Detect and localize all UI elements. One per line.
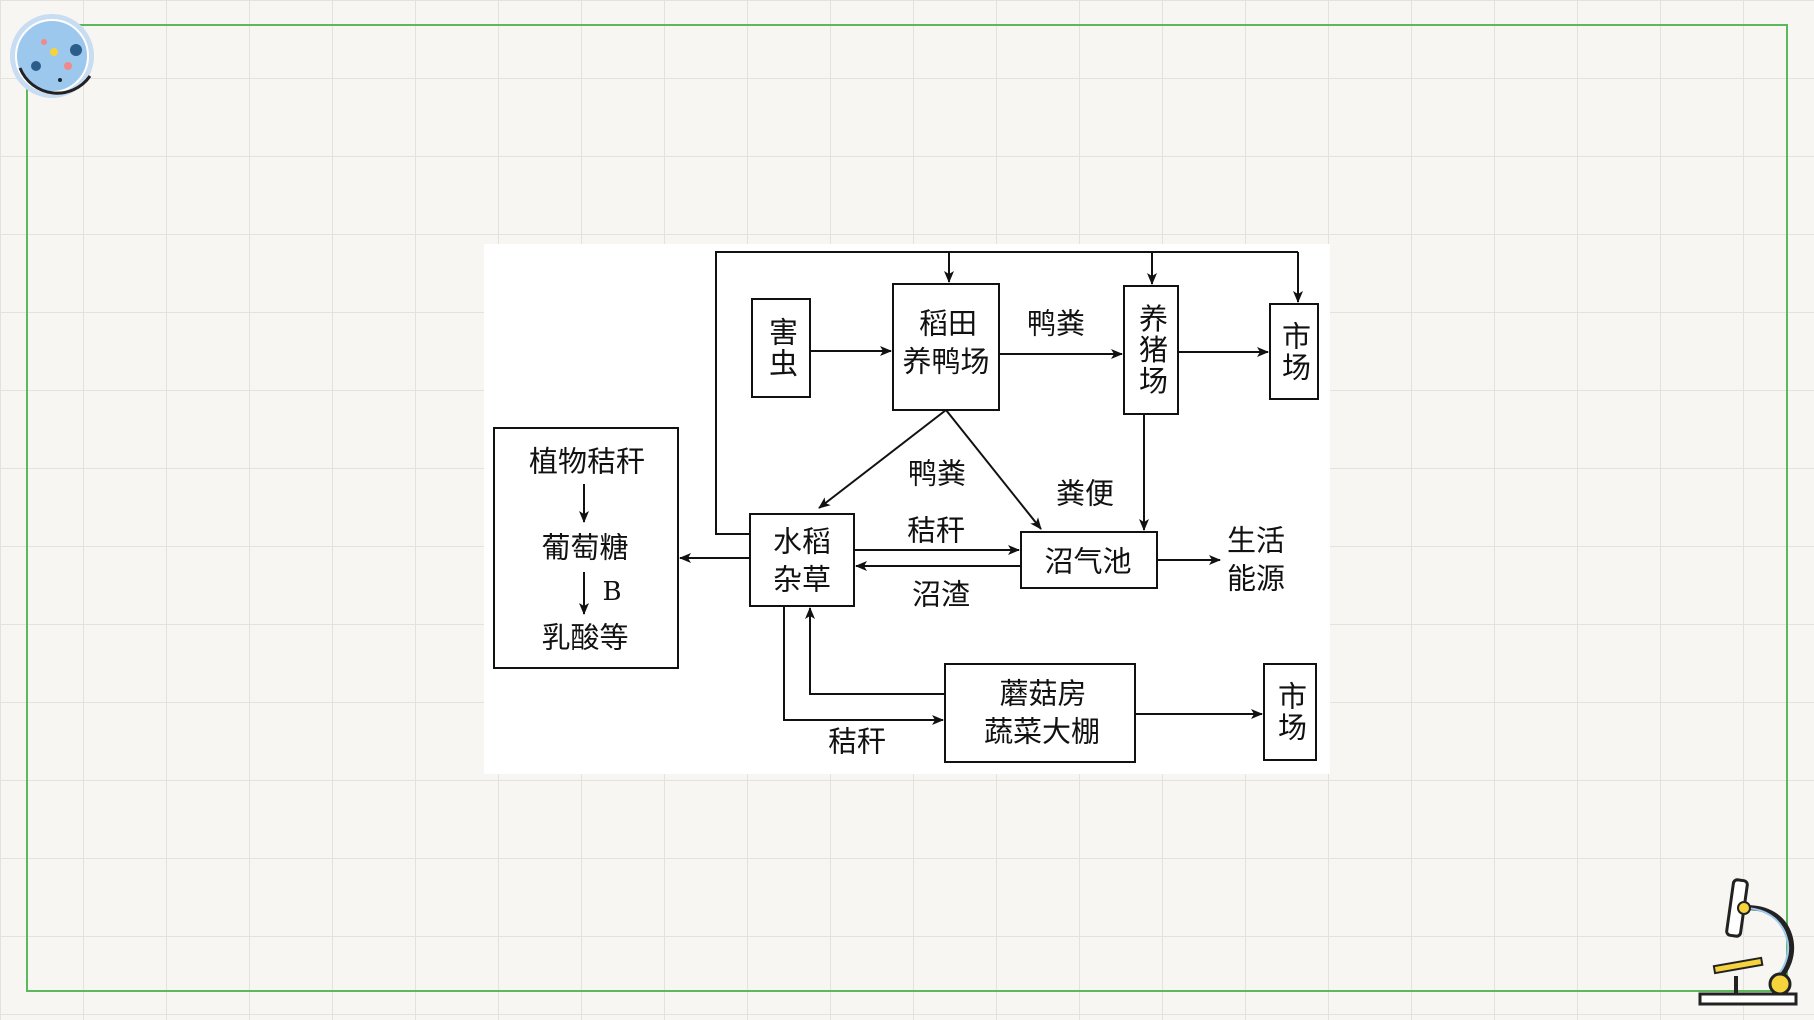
edge-biogas-residue: 沼渣 xyxy=(911,577,971,612)
node-glucose: 葡萄糖 xyxy=(541,530,629,565)
box-straw-process xyxy=(493,427,679,669)
box-rice-weeds xyxy=(749,513,855,607)
box-pests xyxy=(751,298,811,398)
node-plant-straw: 植物秸秆 xyxy=(528,444,646,479)
page-frame xyxy=(26,24,1788,992)
edge-feces: 粪便 xyxy=(1055,476,1115,511)
node-life-energy-line2: 能源 xyxy=(1226,561,1286,596)
node-paddy-duck-line1: 稻田 xyxy=(918,306,978,341)
node-biogas-pool: 沼气池 xyxy=(1044,544,1132,579)
edge-straw-to-mushroom: 秸秆 xyxy=(827,724,887,759)
node-mushroom-line2: 蔬菜大棚 xyxy=(983,714,1101,749)
edge-straw-to-biogas: 秸秆 xyxy=(906,513,966,548)
box-market-top xyxy=(1269,303,1319,400)
node-mushroom-line1: 蘑菇房 xyxy=(999,676,1087,711)
node-pests: 害虫 xyxy=(764,317,799,379)
edge-duck-manure-right: 鸭粪 xyxy=(1026,306,1086,341)
node-life-energy-line1: 生活 xyxy=(1226,523,1286,558)
ecosystem-flow-diagram: 害虫 稻田 养鸭场 养猪场 市场 植物秸秆 葡萄糖 B 乳酸等 水稻 杂草 沼气… xyxy=(484,244,1330,774)
node-lactic-acid: 乳酸等 xyxy=(541,620,629,655)
microscope-icon xyxy=(1698,878,1798,1006)
box-market-bottom xyxy=(1263,663,1317,761)
node-rice-weeds-line2: 杂草 xyxy=(772,562,832,597)
node-market-top: 市场 xyxy=(1277,321,1312,383)
node-market-bottom: 市场 xyxy=(1273,681,1308,743)
node-paddy-duck-line2: 养鸭场 xyxy=(902,344,990,379)
petri-dish-icon xyxy=(10,14,94,98)
node-rice-weeds-line1: 水稻 xyxy=(772,524,832,559)
diagram-connectors xyxy=(493,251,1319,763)
label-b: B xyxy=(602,577,622,607)
node-pig-farm: 养猪场 xyxy=(1134,303,1169,397)
box-pig-farm xyxy=(1123,285,1179,415)
edge-duck-manure-down: 鸭粪 xyxy=(907,456,967,491)
